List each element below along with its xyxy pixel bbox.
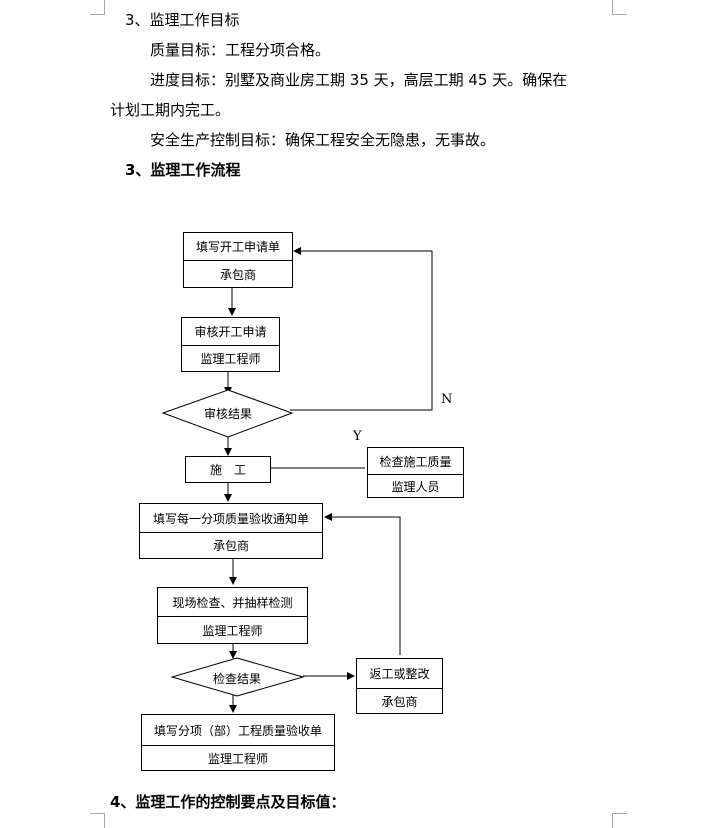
rework-title: 返工或整改 [357, 659, 442, 689]
review-result-label: 审核结果 [203, 407, 252, 421]
rework-role: 承包商 [381, 694, 418, 709]
yes-branch-label: Y [353, 429, 362, 444]
final-acceptance-box: 填写分项（部）工程质量验收单 监理工程师 [141, 714, 335, 771]
site-inspection-box: 现场检查、并抽样检测 监理工程师 [157, 587, 308, 644]
page-corner-mark-bottom-right [612, 813, 627, 828]
inspect-quality-title: 检查施工质量 [368, 448, 463, 475]
inspection-result-diamond [170, 657, 305, 697]
page-corner-mark-top-right [612, 0, 627, 15]
acceptance-notice-title: 填写每一分项质量验收通知单 [140, 504, 322, 533]
no-branch-label: N [441, 392, 453, 407]
acceptance-notice-box: 填写每一分项质量验收通知单 承包商 [139, 503, 323, 559]
progress-goal-line2: 计划工期内完工。 [110, 101, 231, 119]
site-inspection-role: 监理工程师 [202, 623, 263, 638]
inspection-result-label: 检查结果 [212, 672, 261, 686]
review-start-application-title: 审核开工申请 [182, 318, 279, 346]
section4-heading: 4、监理工作的控制要点及目标值： [110, 793, 346, 811]
goal-heading: 3、监理工作目标 [125, 11, 240, 29]
review-start-application-box: 审核开工申请 监理工程师 [181, 317, 280, 372]
acceptance-notice-role: 承包商 [212, 539, 249, 553]
review-result-diamond [161, 389, 294, 438]
rework-box: 返工或整改 承包商 [356, 658, 443, 714]
fill-start-application-box: 填写开工申请单 承包商 [183, 232, 293, 288]
quality-goal: 质量目标：工程分项合格。 [150, 41, 331, 59]
final-acceptance-title: 填写分项（部）工程质量验收单 [142, 715, 334, 746]
final-acceptance-role: 监理工程师 [207, 751, 268, 766]
construction-box: 施 工 [185, 456, 271, 483]
fill-start-application-title: 填写开工申请单 [184, 233, 292, 261]
page-corner-mark-top-left [90, 0, 105, 15]
safety-goal: 安全生产控制目标：确保工程安全无隐患，无事故。 [150, 131, 496, 149]
review-start-application-role: 监理工程师 [200, 352, 261, 366]
page-corner-mark-bottom-left [90, 813, 105, 828]
site-inspection-title: 现场检查、并抽样检测 [158, 588, 307, 617]
progress-goal-line1: 进度目标：别墅及商业房工期 35 天，高层工期 45 天。确保在 [150, 71, 568, 89]
inspect-quality-role: 监理人员 [391, 479, 440, 494]
flow-heading: 3、监理工作流程 [125, 161, 241, 179]
fill-start-application-role: 承包商 [219, 267, 256, 282]
inspect-quality-box: 检查施工质量 监理人员 [367, 447, 464, 498]
